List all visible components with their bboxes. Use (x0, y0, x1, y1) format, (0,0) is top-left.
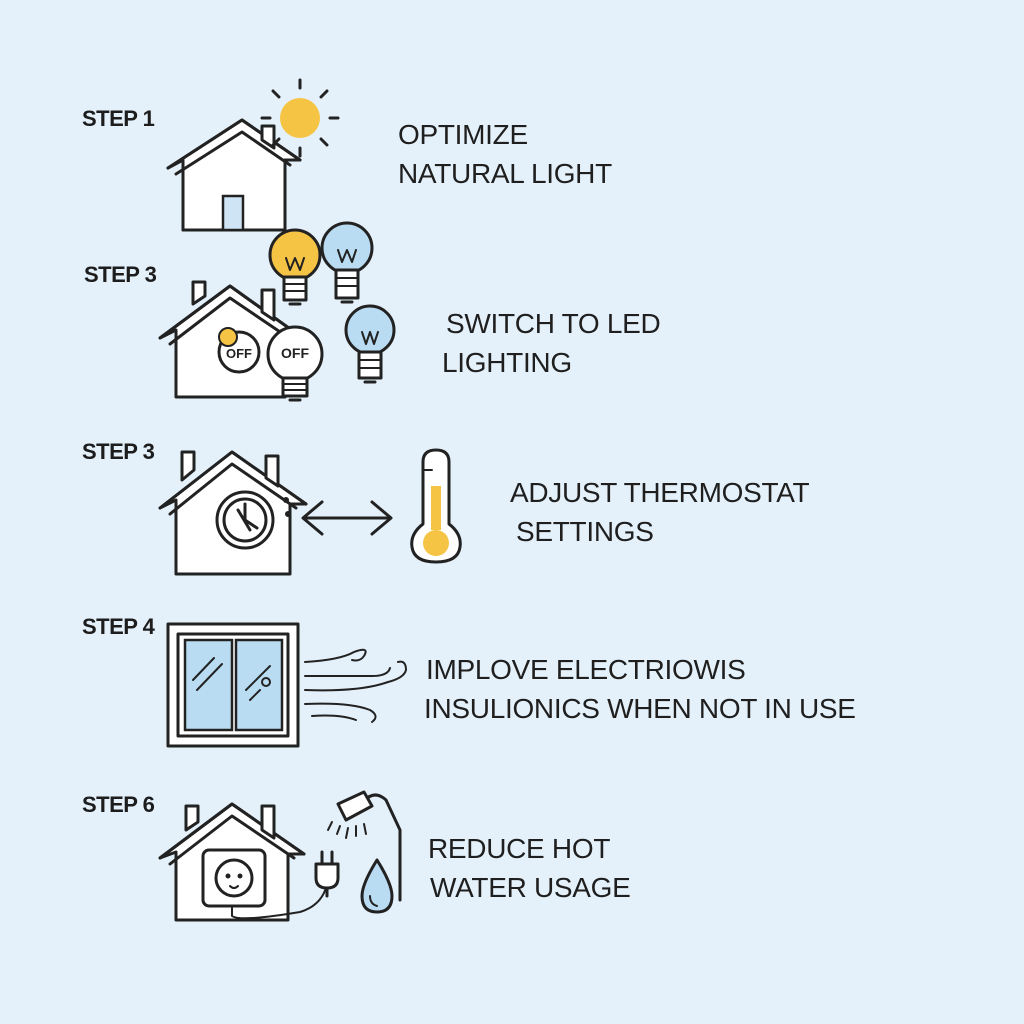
step-title-line: LIGHTING (442, 347, 572, 378)
house-icon (166, 118, 302, 232)
plug-icon (314, 850, 340, 898)
off-switch-icon: OFF (217, 327, 261, 374)
step-title-line: SETTINGS (516, 516, 654, 547)
wind-icon (304, 648, 407, 723)
light-bulb-icon: OFF (266, 325, 324, 402)
step-label: STEP 6 (82, 792, 155, 817)
step-title-line: WATER USAGE (430, 872, 631, 903)
step-title: ADJUST THERMOSTAT SETTINGS (510, 473, 810, 551)
shower-icon (327, 790, 402, 902)
light-bulb-icon (344, 304, 396, 384)
step-title: IMPLOVE ELECTRIOWIS INSULIONICS WHEN NOT… (424, 650, 856, 728)
switch-text: OFF (281, 345, 309, 361)
step-label: STEP 1 (82, 106, 155, 131)
step-title-line: NATURAL LIGHT (398, 158, 612, 189)
step-title: SWITCH TO LED LIGHTING (442, 304, 661, 382)
step-label: STEP 3 (82, 439, 155, 464)
thermometer-icon (410, 448, 462, 564)
light-bulb-icon (320, 221, 374, 304)
step-title-line: SWITCH TO LED (446, 308, 661, 339)
switch-text: OFF (226, 346, 252, 361)
water-drop-icon (360, 858, 394, 914)
step-title-line: OPTIMIZE (398, 119, 528, 150)
light-bulb-icon (268, 228, 322, 306)
step-title: OPTIMIZE NATURAL LIGHT (398, 115, 612, 193)
sun-icon (260, 78, 340, 158)
step-label: STEP 4 (82, 614, 155, 639)
power-outlet-icon (201, 848, 327, 920)
step-title-line: INSULIONICS WHEN NOT IN USE (424, 693, 856, 724)
step-title-line: IMPLOVE ELECTRIOWIS (426, 654, 746, 685)
double-arrow-icon (301, 500, 393, 536)
step-title-line: REDUCE HOT (428, 833, 611, 864)
clock-icon (215, 490, 291, 550)
step-title-line: ADJUST THERMOSTAT (510, 477, 810, 508)
step-label: STEP 3 (84, 262, 157, 287)
step-title: REDUCE HOT WATER USAGE (428, 829, 631, 907)
window-icon (166, 622, 300, 748)
